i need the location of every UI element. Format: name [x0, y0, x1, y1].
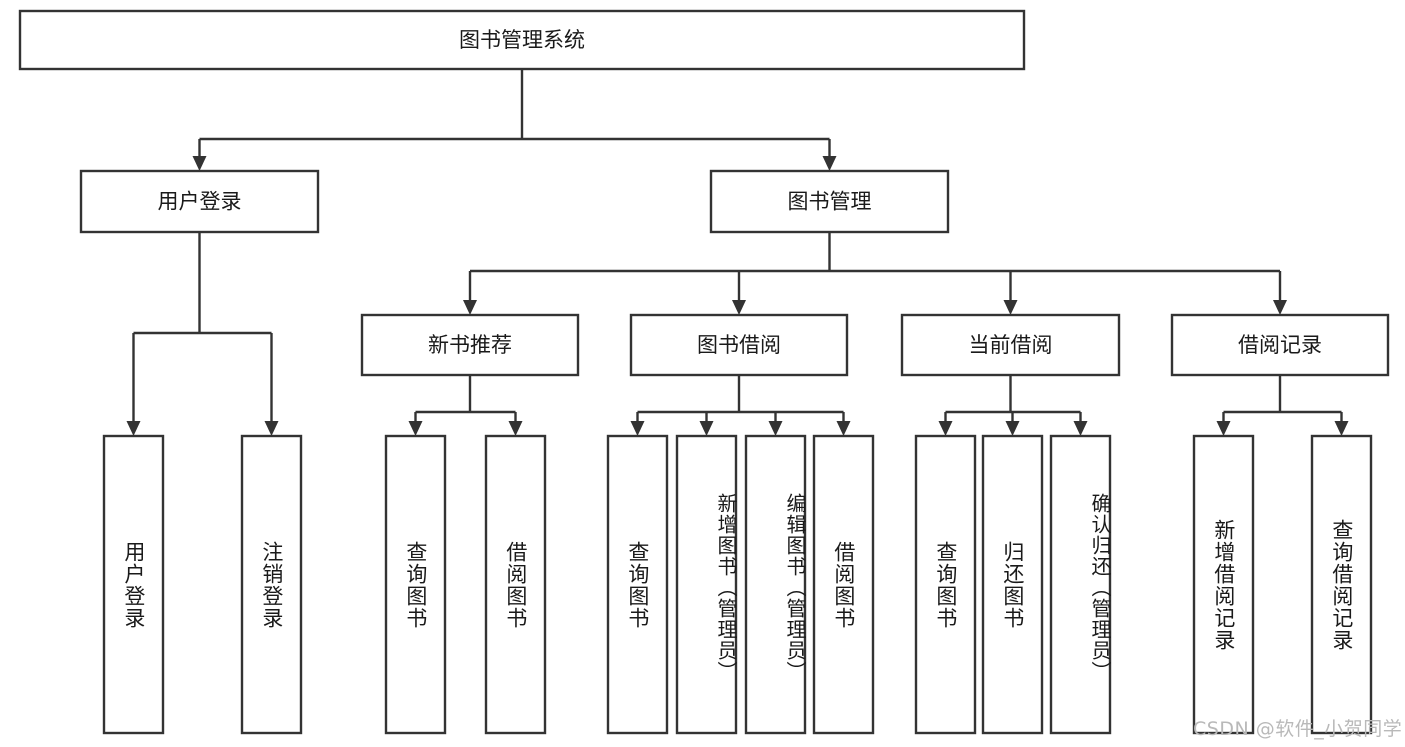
- level3-2-to-leaves-arrow-4: [836, 421, 851, 436]
- book-mgmt-to-level3-arrow-4: [1273, 300, 1287, 315]
- leaf-node-4[interactable]: [484, 434, 547, 735]
- level3-node-2[interactable]: 图书借阅: [629, 313, 849, 377]
- leaf-node-10[interactable]: [981, 434, 1044, 735]
- root-to-level2-arrow-2: [822, 156, 837, 171]
- level3-3-to-leaves-arrow-1: [938, 421, 953, 436]
- node-box: [240, 434, 303, 735]
- node-label: 图书借阅: [697, 333, 781, 357]
- node-box: [1192, 434, 1255, 735]
- book-mgmt-to-level3-arrow-3: [1003, 300, 1018, 315]
- leaf-node-9[interactable]: [914, 434, 977, 735]
- leaf-node-6[interactable]: [675, 434, 738, 735]
- level2-node-1[interactable]: 用户登录: [79, 169, 320, 234]
- book-mgmt-to-level3-arrow-2: [732, 300, 746, 315]
- leaf-node-7[interactable]: [744, 434, 807, 735]
- node-box: [914, 434, 977, 735]
- level2-node-2[interactable]: 图书管理: [709, 169, 950, 234]
- leaf-node-3[interactable]: [384, 434, 447, 735]
- node-label: 借阅记录: [1238, 333, 1322, 357]
- level3-4-to-leaves-arrow-1: [1216, 421, 1231, 436]
- node-box: [360, 313, 580, 377]
- node-box: [1170, 313, 1390, 377]
- level3-node-1[interactable]: 新书推荐: [360, 313, 580, 377]
- node-box: [484, 434, 547, 735]
- root-to-level2-arrow-1: [192, 156, 207, 171]
- level3-2-to-leaves-arrow-2: [699, 421, 714, 436]
- node-box: [384, 434, 447, 735]
- node-box: [79, 169, 320, 234]
- level3-3-to-leaves-arrow-2: [1005, 421, 1020, 436]
- level3-1-to-leaves-arrow-2: [508, 421, 523, 436]
- leaf-node-12[interactable]: [1192, 434, 1255, 735]
- node-box: [900, 313, 1121, 377]
- node-box: [1049, 434, 1112, 735]
- level3-node-3[interactable]: 当前借阅: [900, 313, 1121, 377]
- level3-node-4[interactable]: 借阅记录: [1170, 313, 1390, 377]
- node-box: [675, 434, 738, 735]
- node-box: [18, 9, 1026, 71]
- node-box: [709, 169, 950, 234]
- node-box: [812, 434, 875, 735]
- leaf-node-2[interactable]: [240, 434, 303, 735]
- node-label: 图书管理: [788, 190, 872, 214]
- level3-4-to-leaves-arrow-2: [1334, 421, 1349, 436]
- csdn-watermark: CSDN @软件_小贺同学: [1193, 718, 1403, 740]
- node-label: 当前借阅: [969, 333, 1053, 357]
- node-box: [629, 313, 849, 377]
- node-label: 用户登录: [158, 190, 242, 214]
- connector-layer: [126, 69, 1349, 436]
- leaf-node-13[interactable]: [1310, 434, 1373, 735]
- book-mgmt-to-level3-arrow-1: [463, 300, 477, 315]
- leaf-node-1[interactable]: [102, 434, 165, 735]
- level3-3-to-leaves-arrow-3: [1073, 421, 1088, 436]
- level3-2-to-leaves-arrow-3: [768, 421, 783, 436]
- leaf-node-8[interactable]: [812, 434, 875, 735]
- leaf-node-11[interactable]: [1049, 434, 1112, 735]
- root-node-book-management-system[interactable]: 图书管理系统: [18, 9, 1026, 71]
- user-login-to-leaves-arrow-1: [126, 421, 141, 436]
- node-label: 新书推荐: [428, 333, 512, 357]
- node-box: [744, 434, 807, 735]
- node-box: [606, 434, 669, 735]
- leaf-node-5[interactable]: [606, 434, 669, 735]
- node-label: 图书管理系统: [459, 28, 585, 52]
- node-box: [1310, 434, 1373, 735]
- level3-2-to-leaves-arrow-1: [630, 421, 645, 436]
- user-login-to-leaves-arrow-2: [264, 421, 279, 436]
- node-box: [981, 434, 1044, 735]
- node-box: [102, 434, 165, 735]
- level3-1-to-leaves-arrow-1: [408, 421, 423, 436]
